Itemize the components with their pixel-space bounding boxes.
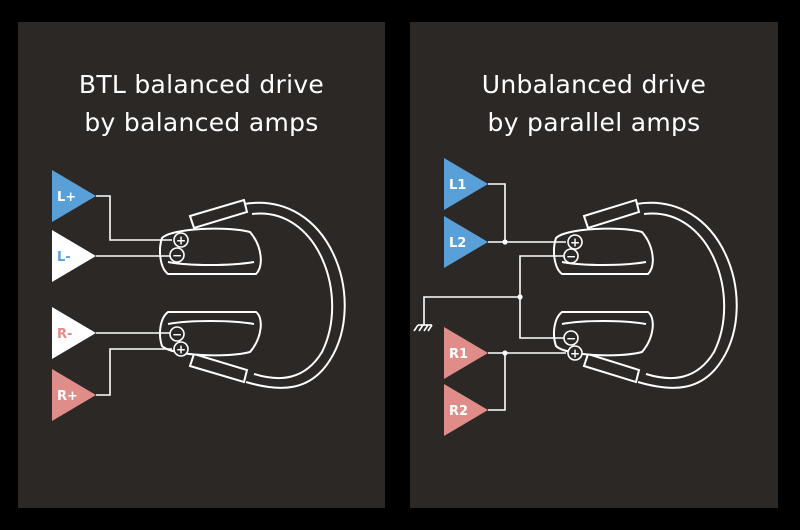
left-bottom-slider (188, 352, 249, 384)
left-amps: L+ L- R- R+ (52, 170, 96, 421)
right-title-line2: by parallel amps (487, 108, 701, 137)
right-amps: L1 L2 R1 R2 (444, 158, 488, 436)
right-top-slider (582, 198, 641, 230)
right-bottom-slider (582, 352, 641, 384)
right-amp-r2-label: R2 (449, 404, 468, 419)
left-top-plus-terminal (173, 232, 189, 248)
right-terminals: + − − + (563, 234, 583, 361)
left-amp-l-minus (52, 230, 96, 282)
right-headphones (553, 198, 738, 389)
left-bottom-plus-label: + (176, 343, 186, 357)
left-amp-l-plus (52, 170, 96, 222)
left-top-minus-label: − (172, 249, 182, 263)
right-title-line1: Unbalanced drive (481, 70, 707, 99)
left-wires (96, 195, 172, 396)
right-headband (635, 201, 738, 389)
left-top-minus-terminal (169, 247, 185, 263)
left-bottom-minus-terminal (169, 326, 185, 342)
left-title-line1: BTL balanced drive (78, 70, 325, 99)
right-top-minus-terminal (563, 248, 579, 264)
right-top-minus-label: − (566, 250, 576, 264)
right-bottom-cup-line (561, 320, 647, 325)
left-bottom-cup-line (167, 320, 255, 325)
right-amp-r1 (444, 327, 488, 379)
left-headphones (159, 198, 346, 389)
left-amp-r-minus (52, 307, 96, 359)
left-amp-r-plus-label: R+ (57, 389, 78, 404)
left-top-cup-line (167, 261, 255, 266)
left-headband-inner (251, 212, 334, 380)
left-amp-l-plus-label: L+ (57, 190, 76, 205)
right-amp-r1-label: R1 (449, 347, 468, 362)
right-amp-l1 (444, 158, 488, 210)
left-terminals: + − − + (169, 232, 189, 357)
left-bottom-minus-label: − (172, 328, 182, 342)
right-amp-l2 (444, 216, 488, 268)
left-amp-r-minus-label: R- (57, 327, 72, 342)
right-top-plus-label: + (570, 236, 580, 250)
left-top-plus-label: + (176, 234, 186, 248)
right-bottom-plus-label: + (570, 347, 580, 361)
left-headband (243, 201, 346, 389)
right-panel-title: Unbalanced drive by parallel amps (410, 66, 778, 142)
right-wires (413, 183, 566, 411)
right-amp-l2-label: L2 (449, 236, 466, 251)
left-amp-l-minus-label: L- (57, 250, 71, 265)
right-bottom-minus-terminal (563, 330, 579, 346)
right-amp-r2 (444, 384, 488, 436)
left-title-line2: by balanced amps (84, 108, 319, 137)
right-bottom-plus-terminal (567, 345, 583, 361)
right-headband-inner (643, 212, 726, 380)
right-top-plus-terminal (567, 234, 583, 250)
right-bottom-minus-label: − (566, 332, 576, 346)
left-amp-r-plus (52, 369, 96, 421)
left-panel-title: BTL balanced drive by balanced amps (18, 66, 385, 142)
right-amp-l1-label: L1 (449, 178, 466, 193)
right-junctions (502, 239, 523, 356)
left-bottom-plus-terminal (173, 341, 189, 357)
left-top-slider (188, 198, 249, 230)
